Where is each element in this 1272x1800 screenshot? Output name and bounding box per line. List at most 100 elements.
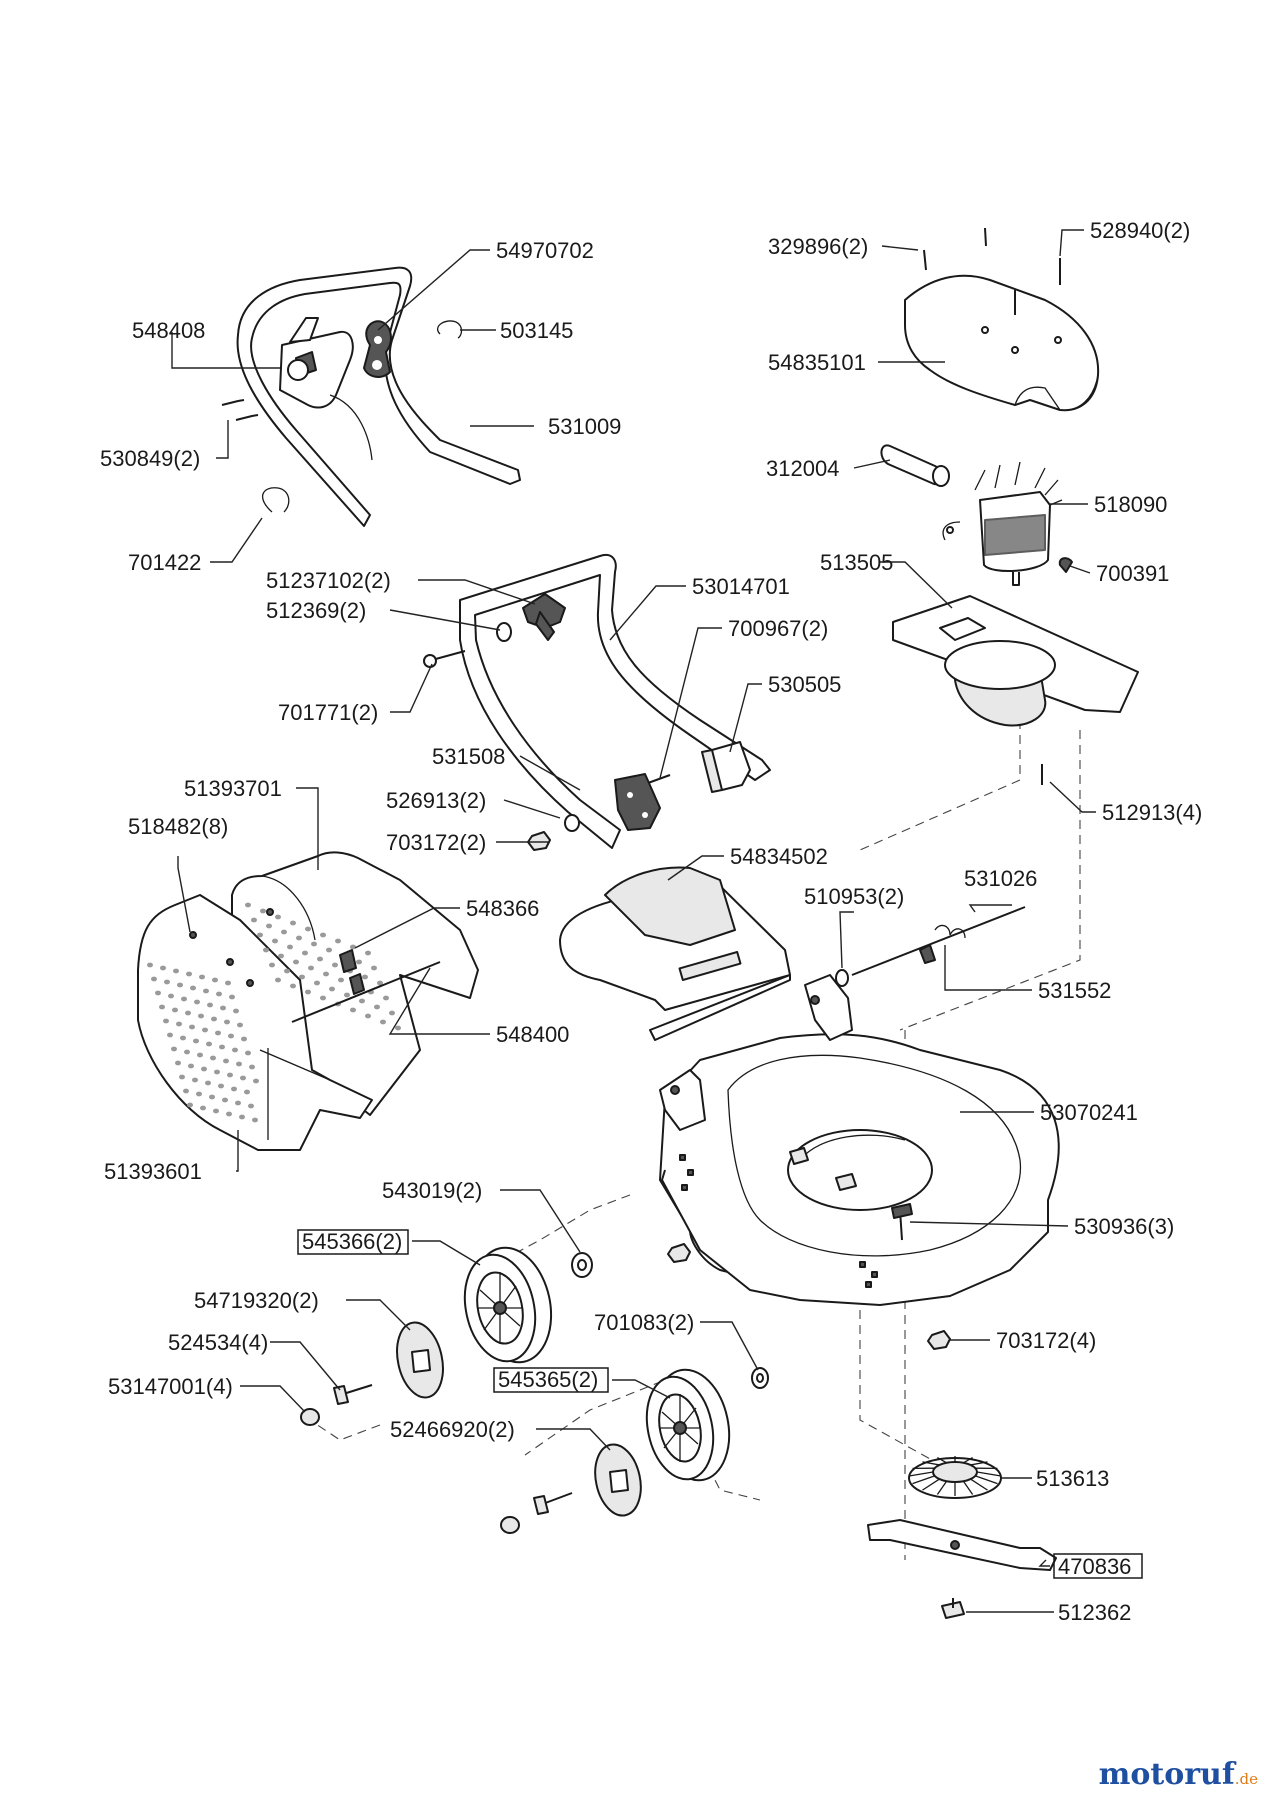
bag-vent-hole — [183, 1088, 189, 1094]
bag-vent-hole — [329, 986, 335, 992]
bag-vent-hole — [332, 962, 338, 968]
bag-vent-hole — [356, 959, 362, 965]
lower-handle-53014701 — [459, 554, 771, 849]
rear-hubcap-54719320 — [396, 1321, 444, 1399]
label-528940: 528940(2) — [1090, 218, 1190, 243]
deck-adjust-hole — [865, 1281, 872, 1288]
label-51393601: 51393601 — [104, 1159, 202, 1184]
label-512369: 512369(2) — [266, 598, 366, 623]
motor-cover-54835101 — [904, 274, 1100, 412]
bag-vent-hole — [222, 1097, 228, 1103]
bag-vent-hole — [350, 944, 356, 950]
label-box-545366 — [297, 1229, 409, 1255]
bag-vent-hole — [207, 1002, 213, 1008]
part-labels: 54970702 548408 503145 530849(2) 531009 … — [100, 218, 1202, 1625]
bag-vent-hole — [272, 938, 278, 944]
fan-blade — [936, 1480, 948, 1495]
bag-vent-hole — [241, 1036, 247, 1042]
bag-vent-hole — [245, 902, 251, 908]
label-box-470836 — [1053, 1553, 1143, 1579]
bag-vent-hole — [344, 992, 350, 998]
bag-vent-hole — [151, 976, 157, 982]
fan-blade — [970, 1461, 988, 1466]
nut-703172-deck — [667, 1243, 951, 1350]
label-503145: 503145 — [500, 318, 573, 343]
bag-vent-hole — [233, 1008, 239, 1014]
bag-vent-hole — [225, 980, 231, 986]
bag-vent-hole — [164, 979, 170, 985]
leader-lines — [171, 229, 1096, 1613]
bag-vent-hole — [160, 965, 166, 971]
clip-701422 — [262, 487, 290, 513]
fan-blade — [963, 1456, 973, 1464]
bolt-524534 — [333, 1384, 373, 1405]
washer-526913 — [564, 814, 580, 832]
label-54719320: 54719320(2) — [194, 1288, 319, 1313]
bag-vent-hole — [224, 1019, 230, 1025]
bag-vent-hole — [275, 977, 281, 983]
bag-vent-hole — [163, 1018, 169, 1024]
bag-vent-hole — [213, 1108, 219, 1114]
label-545366: 545366(2) — [302, 1229, 402, 1254]
upper-handle-531009 — [236, 266, 521, 527]
bag-vent-hole — [159, 1004, 165, 1010]
fan-blade — [975, 1475, 998, 1485]
bag-vent-hole — [235, 1100, 241, 1106]
bag-vent-hole — [172, 1007, 178, 1013]
axle-531026 — [851, 906, 1026, 976]
bag-vent-hole — [308, 965, 314, 971]
label-51237102: 51237102(2) — [266, 568, 391, 593]
bag-vent-hole — [216, 991, 222, 997]
rear-flap-54834502 — [559, 866, 791, 1041]
fan-blade — [922, 1461, 940, 1466]
bag-vent-hole — [175, 1060, 181, 1066]
bag-vent-hole — [260, 908, 266, 914]
bag-vent-hole — [176, 1021, 182, 1027]
bag-vent-hole — [192, 1077, 198, 1083]
bag-vent-hole — [215, 1030, 221, 1036]
bag-vent-hole — [244, 1089, 250, 1095]
bag-vent-hole — [211, 1016, 217, 1022]
bag-vent-hole — [220, 1005, 226, 1011]
label-701422: 701422 — [128, 550, 201, 575]
label-531552: 531552 — [1038, 978, 1111, 1003]
deck-adjust-hole — [871, 1271, 878, 1278]
cable-clip-54970702 — [363, 320, 392, 378]
bag-vent-hole — [203, 988, 209, 994]
bag-vent-hole — [320, 932, 326, 938]
label-53070241: 53070241 — [1040, 1100, 1138, 1125]
bag-vent-hole — [251, 917, 257, 923]
switch-box-548408 — [279, 317, 373, 461]
bag-vent-hole — [205, 1080, 211, 1086]
screw-700967 — [647, 774, 671, 784]
bag-vent-hole — [189, 1024, 195, 1030]
label-526913: 526913(2) — [386, 788, 486, 813]
bag-vent-hole — [287, 944, 293, 950]
bag-vent-hole — [350, 1007, 356, 1013]
label-700391: 700391 — [1096, 561, 1169, 586]
screw-530936 — [891, 1203, 913, 1241]
bag-vent-hole — [365, 1013, 371, 1019]
bag-vent-hole — [228, 1033, 234, 1039]
bag-vent-hole — [299, 974, 305, 980]
label-518482: 518482(8) — [128, 814, 228, 839]
label-548400: 548400 — [496, 1022, 569, 1047]
front-hubcap-52466920 — [594, 1443, 642, 1517]
label-548408: 548408 — [132, 318, 205, 343]
bag-vent-hole — [281, 929, 287, 935]
watermark-name: motoruf — [1098, 1757, 1235, 1792]
bolt-512362 — [941, 1598, 965, 1619]
bag-vent-hole — [236, 1061, 242, 1067]
bag-vent-hole — [317, 956, 323, 962]
bag-vent-hole — [168, 993, 174, 999]
label-530505: 530505 — [768, 672, 841, 697]
bag-vent-hole — [219, 1044, 225, 1050]
bag-vent-hole — [209, 1094, 215, 1100]
bag-vent-hole — [383, 995, 389, 1001]
label-513613: 513613 — [1036, 1466, 1109, 1491]
bag-vent-hole — [245, 1050, 251, 1056]
bag-vent-hole — [252, 1117, 258, 1123]
cap-front — [500, 1516, 520, 1534]
bag-vent-hole — [305, 926, 311, 932]
label-512362: 512362 — [1058, 1600, 1131, 1625]
